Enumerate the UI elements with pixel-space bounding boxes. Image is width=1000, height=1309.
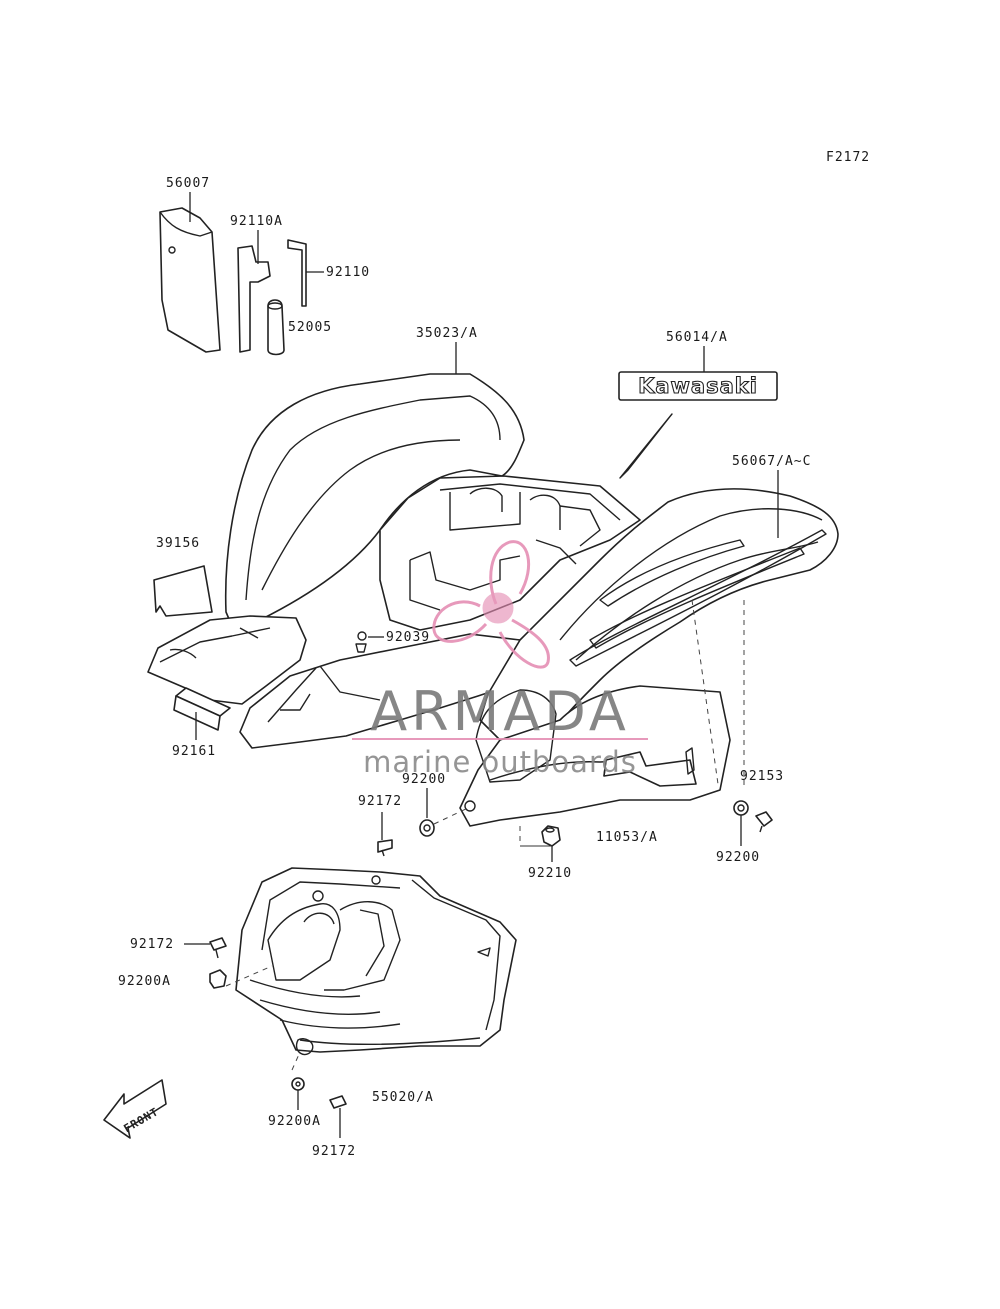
watermark: ARMADA marine outboards [352,540,648,779]
part-92172-bolt-bottom [329,1095,347,1109]
label-11053A: 11053/A [596,830,658,845]
part-92200-collar-center [419,819,435,837]
front-arrow: FRONT [103,1079,167,1139]
part-92200A-collar-bottom [291,1077,305,1091]
decal-pointer [619,413,673,479]
label-92172-left: 92172 [130,937,174,952]
part-92161-block [173,687,231,731]
label-56067AC: 56067/A~C [732,454,811,469]
watermark-divider [352,738,648,740]
part-92110-pin [287,239,307,307]
label-35023A: 35023/A [416,326,478,341]
label-56014A: 56014/A [666,330,728,345]
part-92172-bolt-left [209,937,227,959]
part-56007-cover [159,207,221,353]
label-92110A: 92110A [230,214,283,229]
part-92200-collar-right [733,800,749,816]
watermark-tagline: marine outboards [363,745,637,779]
figure-code: F2172 [826,150,870,165]
part-92153-bolt [755,811,773,833]
dash-92200A-bottom [291,1051,301,1071]
dash-92200A-left [225,965,273,987]
part-56014A-kawasaki-decal: Kawasaki [618,371,778,401]
decal-kawasaki-text: Kawasaki [638,374,758,398]
label-92161: 92161 [172,744,216,759]
part-11053A-bracket [603,747,697,787]
label-92110: 92110 [326,265,370,280]
part-52005-sleeve [267,299,285,356]
part-55020A-guard [235,867,517,1056]
label-92200-center: 92200 [402,772,446,787]
dash-fender-left [691,599,719,785]
part-92200A-collar-left [209,969,227,989]
part-92039-clip [355,631,367,653]
label-92039: 92039 [386,630,430,645]
watermark-propeller-logo [432,540,550,669]
label-92172-center: 92172 [358,794,402,809]
part-92210-collar [541,825,561,847]
label-39156: 39156 [156,536,200,551]
label-92172-bottom: 92172 [312,1144,356,1159]
dash-92200-center [433,807,469,825]
label-92200A-bottom: 92200A [268,1114,321,1129]
part-39156-pad [153,565,213,617]
label-92210: 92210 [528,866,572,881]
part-92172-bolt-center [377,839,393,857]
label-92153: 92153 [740,769,784,784]
label-92200-right: 92200 [716,850,760,865]
watermark-brand: ARMADA [370,680,630,743]
label-55020A: 55020/A [372,1090,434,1105]
label-92200A-left: 92200A [118,974,171,989]
label-56007: 56007 [166,176,210,191]
label-52005: 52005 [288,320,332,335]
part-92110A-bracket [237,245,271,353]
